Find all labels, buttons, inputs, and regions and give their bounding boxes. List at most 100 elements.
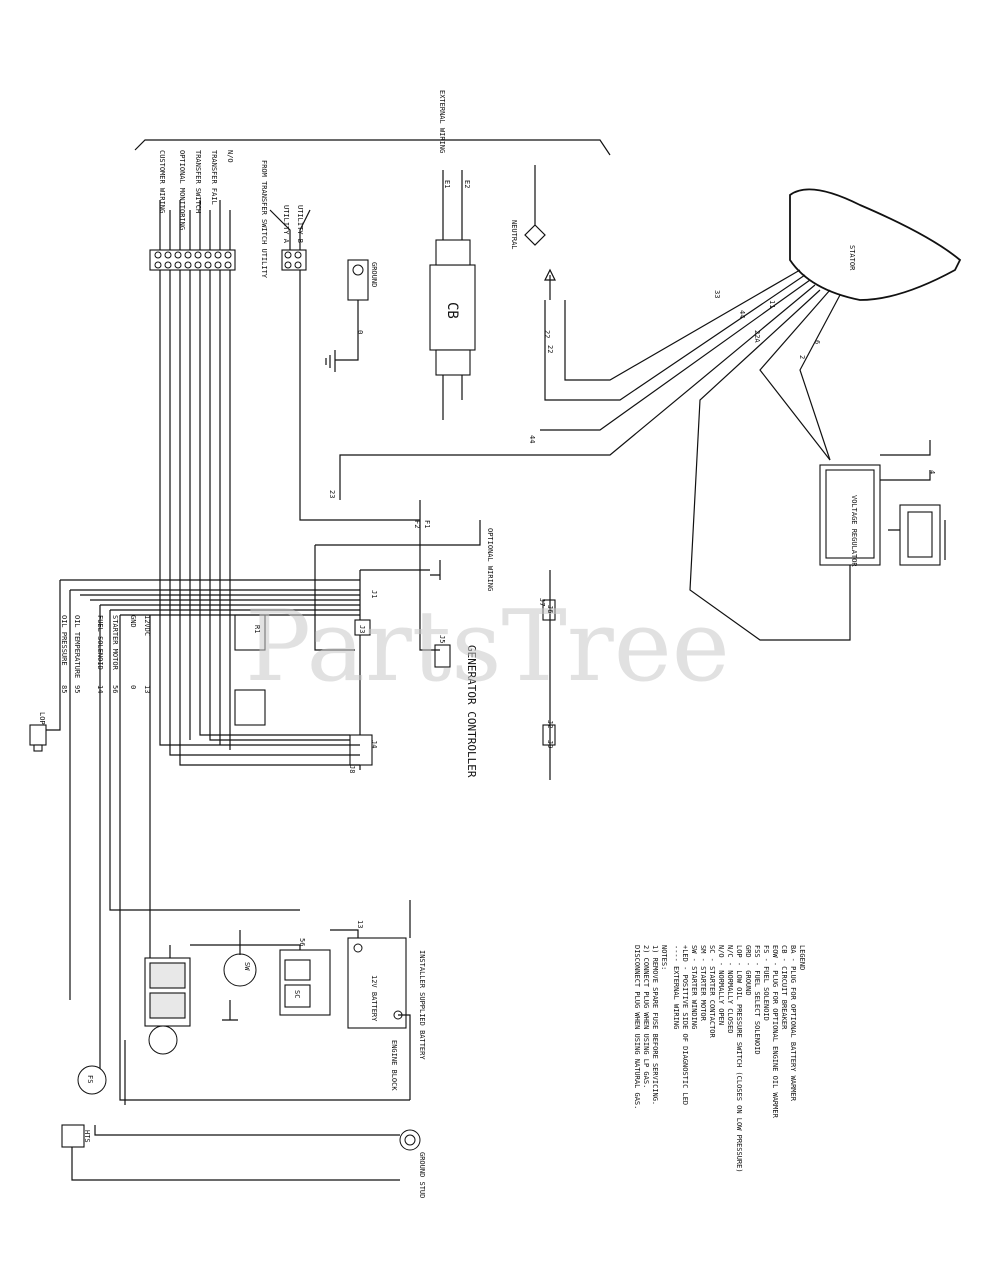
connector-j2: J2	[546, 720, 554, 728]
legend-note-2: 2) CONNECT PLUG WHEN USING LP GAS.	[642, 945, 650, 1088]
lead-number-2: 95	[73, 685, 81, 693]
wire-number-5: 22A	[753, 330, 761, 343]
hts-switch	[61, 1124, 85, 1148]
top-terminal-label-2: TRANSFER FAIL	[210, 150, 218, 205]
ground-label: GROUND	[370, 262, 378, 287]
lead-number-4: 56	[111, 685, 119, 693]
connector-j3: J3	[358, 625, 366, 633]
top-terminal-label-5: CUSTOMER WIRING	[158, 150, 166, 213]
lead-number-5: 0	[129, 685, 137, 689]
lead-label-1: OIL PRESSURE	[60, 615, 68, 666]
wire-number-11: E2	[463, 180, 471, 188]
ground-stud: GROUND STUD	[399, 1129, 426, 1198]
wire-number-1: 22	[543, 330, 551, 338]
wire-number-15: 56	[298, 938, 306, 946]
top-terminal-label-1: N/O	[226, 150, 234, 163]
connector-j5: J5	[438, 635, 446, 643]
legend-line-14: ---- EXTERNAL WIRING	[672, 945, 680, 1029]
controller-lead-bundle	[40, 270, 410, 1101]
component-f1: F1	[423, 520, 431, 528]
legend-note-1: 1) REMOVE SPARE FUSE BEFORE SERVICING.	[651, 945, 659, 1105]
legend: LEGEND BA - PLUG FOR OPTIONAL BATTERY WA…	[633, 945, 806, 1173]
controller-title: GENERATOR CONTROLLER	[465, 645, 478, 778]
lead-label-4: STARTER MOTOR	[111, 615, 119, 671]
utility-label: FROM TRANSFER SWITCH UTILITY	[260, 160, 268, 279]
voltage-regulator-label: VOLTAGE REGULATOR	[850, 495, 858, 567]
component-f2: F2	[413, 520, 421, 528]
starter-section	[71, 930, 400, 1181]
battery-label: 12V BATTERY	[370, 975, 378, 1022]
component-r1: R1	[253, 625, 261, 633]
connector-j7: J7	[538, 598, 546, 606]
battery: 12V BATTERY INSTALLER SUPPLIED BATTERY E…	[330, 900, 426, 1100]
legend-line-1: BA - PLUG FOR OPTIONAL BATTERY WARMER	[789, 945, 797, 1102]
cb-label: CB	[444, 302, 460, 319]
generator-controller: GENERATOR CONTROLLER	[234, 270, 556, 780]
lead-label-5: GND	[129, 615, 137, 628]
wire-number-12: 22	[546, 345, 554, 353]
stator-leads	[339, 268, 851, 641]
legend-line-4: FS - FUEL SOLENOID	[762, 945, 770, 1021]
legend-line-9: N/O - NORMALLY OPEN	[717, 945, 725, 1025]
component-hts: HTS	[83, 1130, 91, 1143]
utility-terminal-1: UTILITY A	[282, 205, 290, 244]
battery-warmer-plug	[888, 504, 946, 566]
legend-line-2: CB - CIRCUIT BREAKER	[780, 945, 788, 1030]
wire-number-7: 6	[813, 340, 821, 344]
watermark: PartsTree	[245, 590, 730, 704]
wire-number-4: 11	[768, 300, 776, 308]
lead-number-3: 14	[96, 685, 104, 693]
left-lead-labels: OIL PRESSURE OIL TEMPERATURE FUEL SOLENO…	[60, 615, 151, 693]
engine-block-label: ENGINE BLOCK	[390, 1040, 398, 1091]
external-wiring-label: EXTERNAL WIRING	[438, 90, 446, 153]
lead-number-6: 13	[143, 685, 151, 693]
optional-wiring-label: OPTIONAL WIRING	[486, 528, 494, 591]
stator: STATOR	[789, 188, 962, 301]
wire-number-16: 13	[356, 920, 364, 928]
legend-line-10: SC - STARTER CONTACTOR	[708, 945, 716, 1039]
wire-number-9: 4	[928, 470, 936, 474]
component-sc: SC	[293, 990, 301, 998]
legend-line-13: +LED - POSITIVE SIDE OF DIAGNOSTIC LED	[681, 945, 689, 1105]
legend-line-6: GRD - GROUND	[744, 945, 752, 996]
wire-number-6: 44	[528, 435, 536, 443]
legend-line-3: EOW - PLUG FOR OPTIONAL ENGINE OIL WARME…	[771, 945, 779, 1119]
lead-label-2: OIL TEMPERATURE	[73, 615, 81, 678]
legend-line-8: N/C - NORMALLY CLOSED	[726, 945, 734, 1034]
lead-label-6: 12VDC	[143, 615, 151, 636]
stator-label: STATOR	[848, 245, 856, 271]
lead-label-3: FUEL SOLENOID	[96, 615, 104, 670]
connector-j6: J6	[546, 605, 554, 613]
neutral: NEUTRAL	[510, 165, 546, 250]
battery-note: INSTALLER SUPPLIED BATTERY	[418, 950, 426, 1060]
wire-number-8: 2	[798, 355, 806, 359]
legend-notes-title: NOTES:	[660, 945, 668, 970]
connector-j9: J9	[546, 740, 554, 748]
legend-title: LEGEND	[798, 945, 806, 970]
wire-number-2: 33	[713, 290, 721, 298]
utility-terminals: FROM TRANSFER SWITCH UTILITY	[260, 160, 311, 279]
wire-number-3: 44	[738, 310, 746, 318]
customer-terminal-strip	[149, 200, 236, 271]
connector-j1: J1	[370, 590, 378, 598]
top-terminal-label-3: TRANSFER SWITCH	[194, 150, 202, 213]
utility-terminal-2: UTILITY B	[296, 205, 304, 243]
voltage-regulator: VOLTAGE REGULATOR	[819, 440, 931, 567]
wire-number-13: 0	[356, 330, 364, 334]
wire-number-10: E1	[443, 180, 451, 188]
connector-j8: J8	[348, 765, 356, 773]
component-lop: LOP	[38, 712, 46, 725]
connector-j4: J4	[370, 740, 378, 748]
component-fs: FS	[86, 1075, 94, 1083]
legend-line-5: FSS - FUEL SELECT SOLENOID	[753, 945, 761, 1055]
legend-line-12: SW - STARTER WINDING	[690, 945, 698, 1029]
external-wiring-bracket: EXTERNAL WIRING	[134, 90, 611, 156]
circuit-breaker: CB	[429, 170, 476, 420]
component-sw: SW	[243, 962, 251, 971]
ground-component: GROUND	[325, 259, 378, 372]
legend-line-11: SM - STARTER MOTOR	[699, 945, 707, 1022]
neutral-label: NEUTRAL	[510, 220, 518, 250]
